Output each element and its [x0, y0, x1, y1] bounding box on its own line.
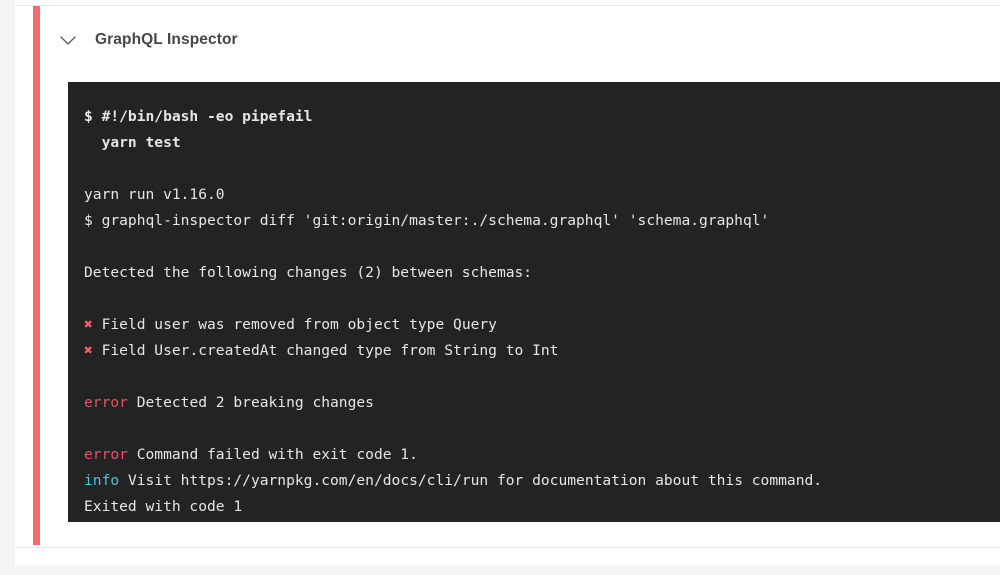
page-title: GraphQL Inspector: [95, 31, 238, 48]
terminal-line-error-exit-code: error Command failed with exit code 1.: [84, 442, 1000, 468]
terminal-token-info: info: [84, 472, 120, 489]
status-accent-bar: [33, 6, 40, 545]
page-bottom-gutter: [0, 566, 1000, 575]
terminal-token-plain: Detected 2 breaking changes: [127, 394, 374, 411]
terminal-token-plain: Field User.createdAt changed type from S…: [92, 342, 559, 359]
terminal-token-plain: Command failed with exit code 1.: [127, 446, 418, 463]
chevron-down-icon[interactable]: [55, 27, 81, 53]
terminal-line-yarn-run-version: yarn run v1.16.0: [84, 182, 1000, 208]
terminal-token-plain: $ #!/bin/bash -eo pipefail: [84, 108, 313, 125]
terminal-line-blank-2: [84, 234, 1000, 260]
terminal-token-plain: $ graphql-inspector diff 'git:origin/mas…: [84, 212, 770, 229]
terminal-token-plain: yarn run v1.16.0: [84, 186, 225, 203]
terminal-token-plain: Field user was removed from object type …: [92, 316, 497, 333]
terminal-log-lines: $ #!/bin/bash -eo pipefail yarn test yar…: [84, 104, 1000, 520]
terminal-line-exited-code: Exited with code 1: [84, 494, 1000, 520]
terminal-line-cmd-yarn-test: yarn test: [84, 130, 1000, 156]
card-header[interactable]: GraphQL Inspector: [55, 22, 238, 58]
terminal-line-error-breaking: error Detected 2 breaking changes: [84, 390, 1000, 416]
terminal-line-detected-changes: Detected the following changes (2) betwe…: [84, 260, 1000, 286]
terminal-token-cross: ✖: [84, 342, 93, 359]
terminal-line-change-2: ✖ Field User.createdAt changed type from…: [84, 338, 1000, 364]
terminal-output-panel[interactable]: $ #!/bin/bash -eo pipefail yarn test yar…: [68, 82, 1000, 522]
terminal-token-plain: yarn test: [84, 134, 181, 151]
terminal-token-error: error: [84, 446, 128, 463]
terminal-line-blank-4: [84, 364, 1000, 390]
terminal-token-cross: ✖: [84, 316, 93, 333]
terminal-line-info-docs: info Visit https://yarnpkg.com/en/docs/c…: [84, 468, 1000, 494]
terminal-token-error: error: [84, 394, 128, 411]
build-step-card: GraphQL Inspector $ #!/bin/bash -eo pipe…: [15, 5, 1000, 548]
terminal-token-plain: Detected the following changes (2) betwe…: [84, 264, 533, 281]
terminal-line-cmd-shebang: $ #!/bin/bash -eo pipefail: [84, 104, 1000, 130]
terminal-line-blank-5: [84, 416, 1000, 442]
page-left-gutter: [0, 0, 15, 575]
terminal-token-plain: Visit https://yarnpkg.com/en/docs/cli/ru…: [119, 472, 823, 489]
terminal-token-plain: Exited with code 1: [84, 498, 243, 515]
terminal-line-blank-3: [84, 286, 1000, 312]
terminal-line-cmd-inspector-diff: $ graphql-inspector diff 'git:origin/mas…: [84, 208, 1000, 234]
terminal-line-blank-1: [84, 156, 1000, 182]
terminal-line-change-1: ✖ Field user was removed from object typ…: [84, 312, 1000, 338]
